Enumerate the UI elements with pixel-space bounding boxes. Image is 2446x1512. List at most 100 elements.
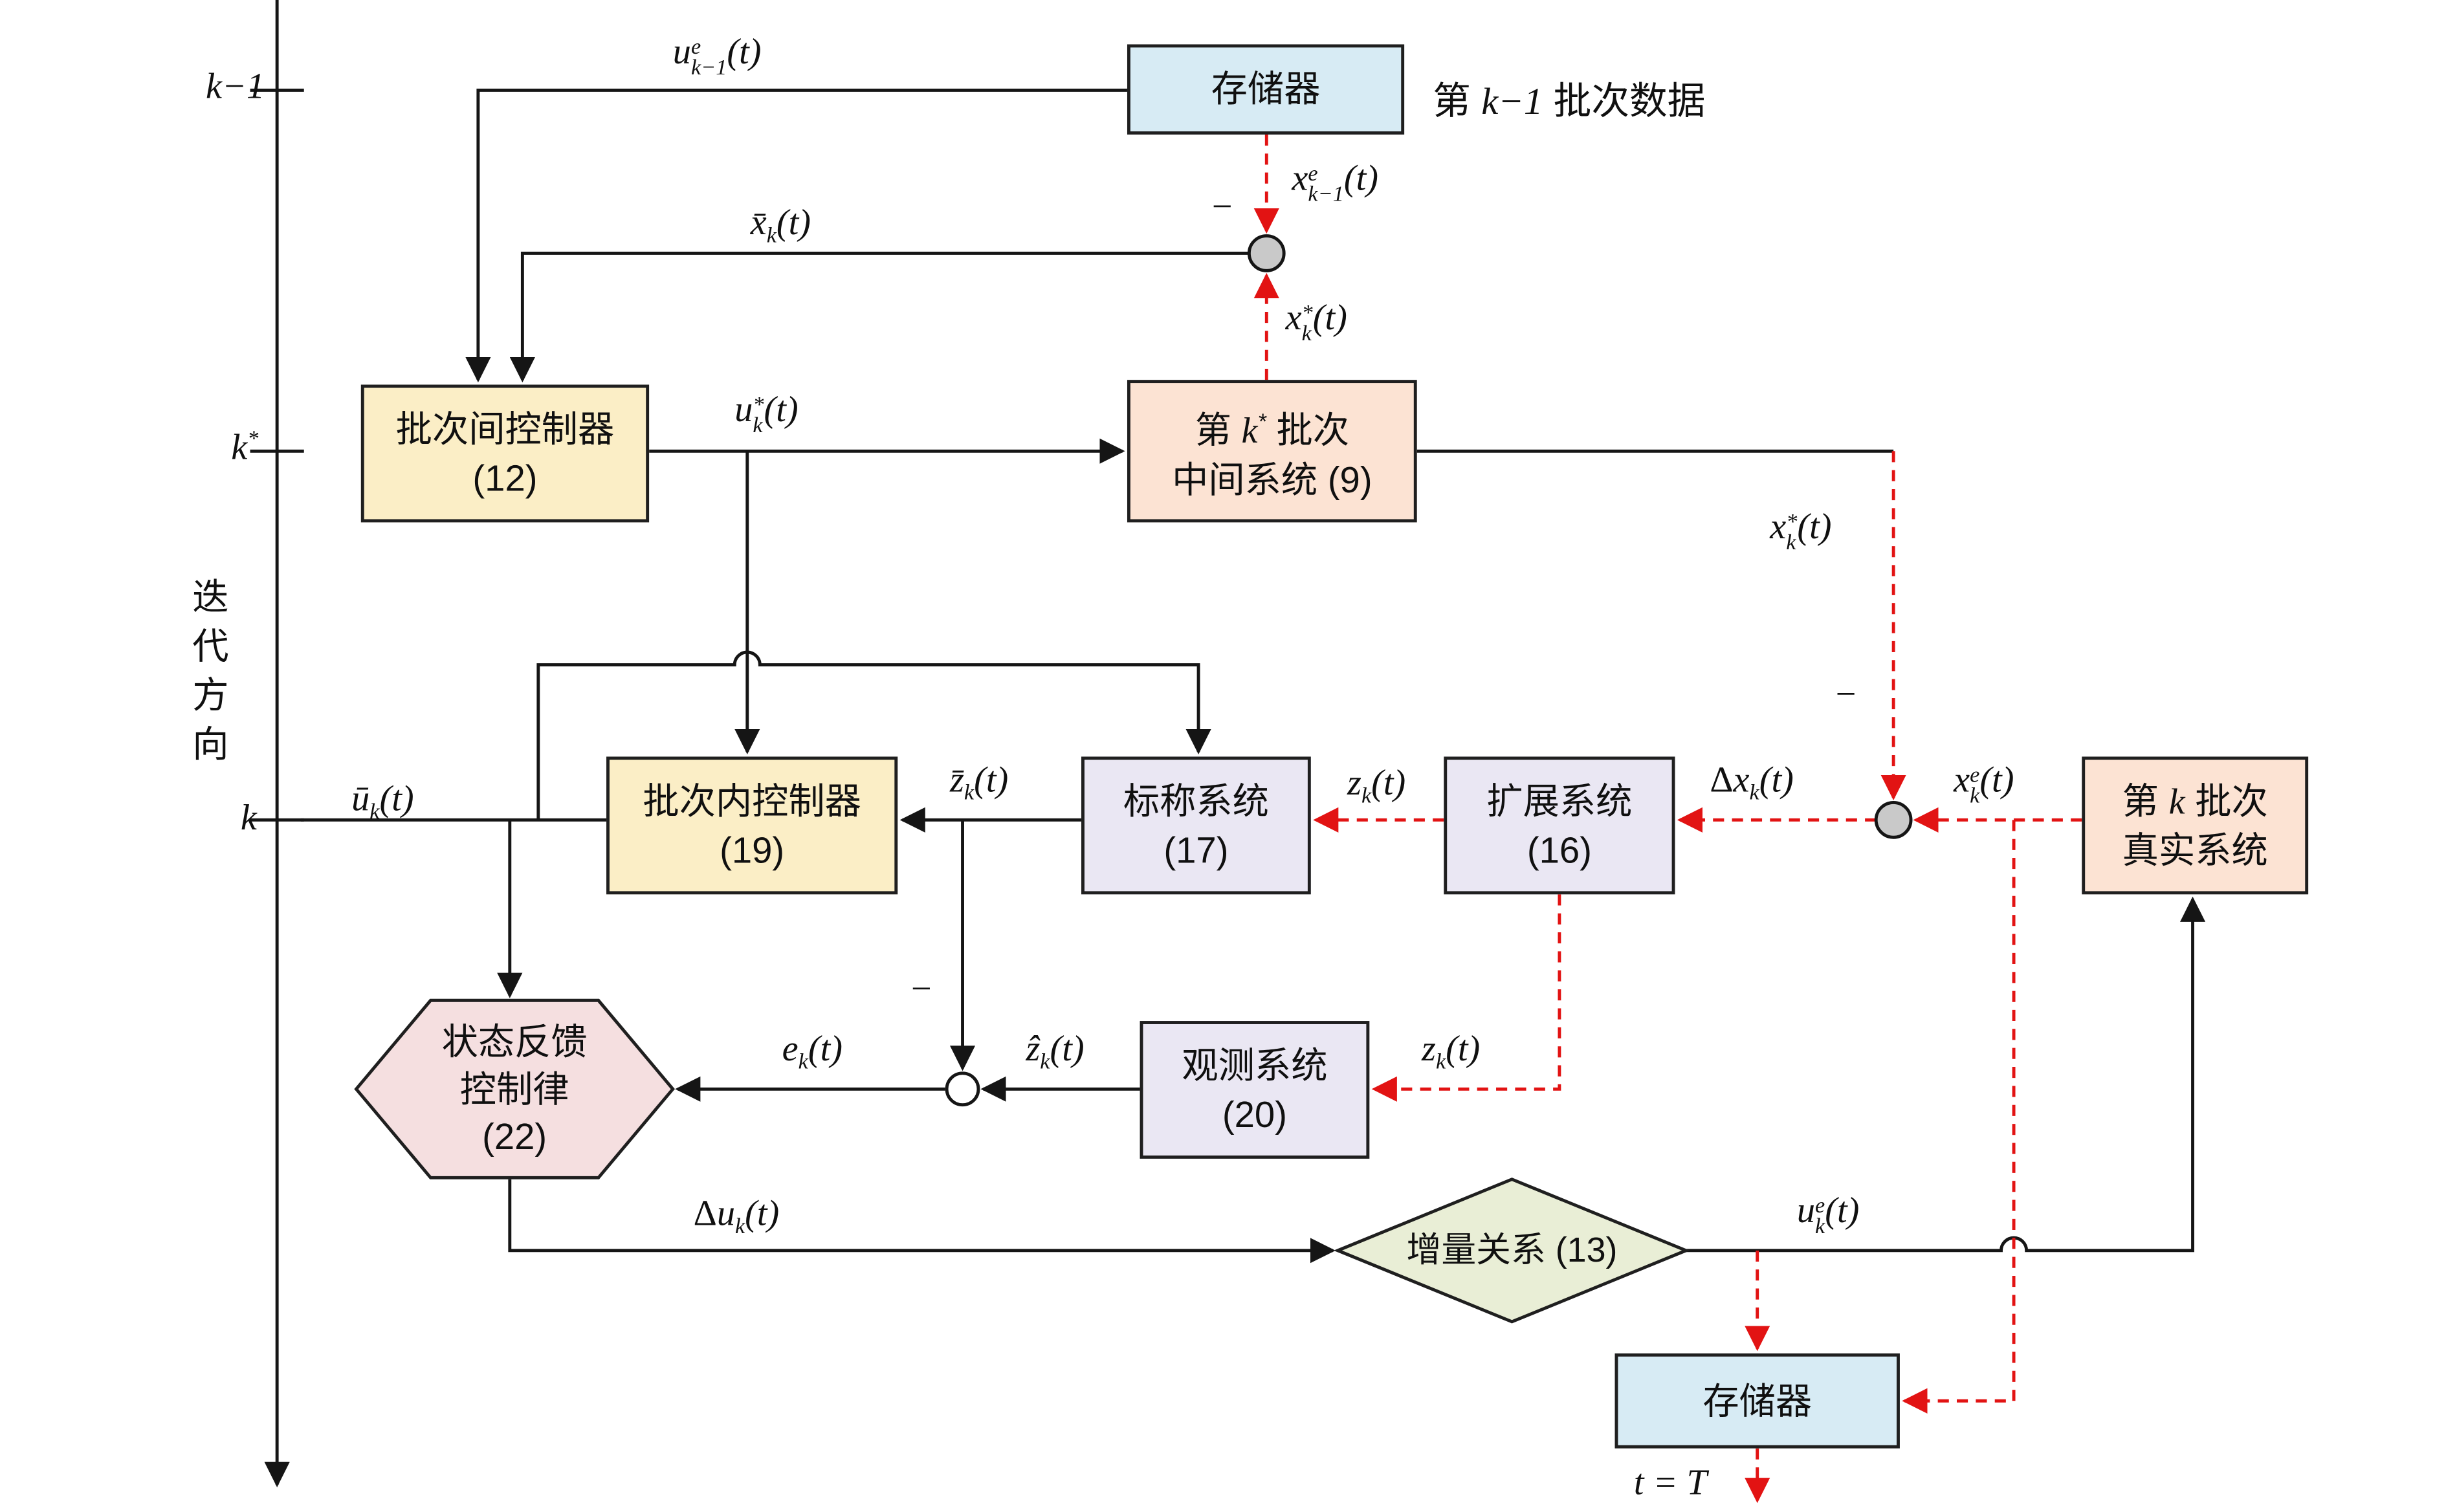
axis-label-km1: k−1: [206, 67, 265, 108]
zhat-k-base: ẑ: [1026, 1029, 1041, 1069]
signal-label-e-k: ek(t): [782, 1029, 843, 1076]
block-observer-line2: (20): [1222, 1093, 1287, 1134]
sum-junction-right: [1874, 800, 1913, 839]
block-nominal-system: 标称系统 (17): [1081, 756, 1311, 895]
z-k-nominal-tail: (t): [1371, 763, 1406, 803]
block-inner-line1: 批次内控制器: [643, 779, 861, 821]
real-line1-pre: 第: [2122, 779, 2169, 821]
xbar-k-sub: k: [766, 225, 777, 249]
u-star-k-base: u: [734, 389, 753, 430]
signal-label-u-star-k: u*k(t): [734, 389, 799, 439]
z-k-observer-sub: k: [1435, 1051, 1446, 1075]
delta-u-k-pre: Δ: [693, 1193, 717, 1233]
block-memory-bottom: 存储器: [1614, 1353, 1900, 1449]
state-feedback-line3: (22): [482, 1115, 547, 1157]
batch-km1-data-note: 第 k−1 批次数据: [1433, 70, 1705, 126]
x-star-mid-sub: k: [1301, 323, 1312, 347]
x-e-k-sup: e: [1970, 764, 1980, 789]
minus-sign-top: −: [1209, 187, 1234, 228]
x-e-km1-sup: e: [1308, 162, 1318, 187]
signal-label-xbar-k: x̄k(t): [751, 203, 811, 250]
u-e-km1-base: u: [672, 31, 691, 72]
z-k-nominal-sub: k: [1361, 785, 1372, 809]
intermediate-line1-sup: *: [1257, 408, 1266, 434]
increment-relation-diamond: [1333, 1178, 1691, 1324]
signal-label-delta-x-k: Δxk(t): [1710, 760, 1794, 807]
u-e-km1-sub: k−1: [690, 57, 727, 81]
x-star-mid-sup: *: [1301, 302, 1313, 326]
u-star-k-tail: (t): [764, 389, 799, 430]
block-intermediate-system: 第 k* 批次 中间系统 (9): [1127, 380, 1417, 523]
delta-x-k-sub: k: [1749, 782, 1759, 806]
increment-relation-label: 增量关系 (13): [1354, 1229, 1670, 1273]
x-star-mid-tail: (t): [1312, 297, 1347, 338]
z-k-observer-base: z: [1422, 1029, 1436, 1069]
z-k-nominal-base: z: [1347, 763, 1361, 803]
u-e-k-sup: e: [1815, 1195, 1825, 1219]
u-star-k-sub: k: [753, 415, 763, 439]
signal-label-zbar-k: z̄k(t): [950, 760, 1008, 807]
minus-sign-right: −: [1833, 674, 1858, 716]
u-e-k-sub: k: [1815, 1215, 1825, 1240]
state-feedback-label: 状态反馈 控制律 (22): [388, 1016, 641, 1162]
block-real-line2: 真实系统: [2122, 828, 2268, 870]
block-intermediate-line2: 中间系统 (9): [1172, 459, 1372, 500]
block-memory-bottom-label: 存储器: [1702, 1379, 1812, 1421]
block-inner-line2: (19): [720, 828, 785, 870]
x-star-right-sub: k: [1786, 532, 1796, 556]
intermediate-line1-k: k: [1241, 411, 1258, 451]
x-e-km1-base: x: [1292, 158, 1308, 198]
axis-label-kstar: k*: [231, 428, 258, 469]
signal-label-x-star-mid: x*k(t): [1285, 297, 1347, 347]
e-k-base: e: [782, 1029, 799, 1069]
block-intermediate-line1: 第 k* 批次: [1195, 398, 1349, 456]
state-feedback-hexagon: [354, 998, 675, 1179]
axis-label-km1-text: k−1: [206, 66, 265, 106]
signal-label-delta-u-k: Δuk(t): [694, 1194, 780, 1241]
signal-label-ubar-k: ūk(t): [351, 779, 413, 826]
block-memory-top: 存储器: [1127, 44, 1405, 135]
zbar-k-tail: (t): [974, 760, 1009, 800]
zbar-k-sub: k: [964, 782, 975, 806]
minus-top-text: −: [1209, 186, 1235, 226]
block-extended-line2: (16): [1526, 828, 1592, 870]
x-star-right-sup: *: [1786, 511, 1798, 535]
state-feedback-line2: 控制律: [459, 1068, 569, 1110]
real-line1-k: k: [2168, 781, 2185, 821]
delta-u-k-tail: (t): [745, 1193, 780, 1233]
ubar-k-sub: k: [369, 800, 380, 825]
signal-label-z-k-nominal: zk(t): [1347, 763, 1405, 810]
axis-label-kstar-base: k: [231, 427, 248, 467]
block-inner-controller: 批次内控制器 (19): [606, 756, 898, 895]
x-e-km1-tail: (t): [1343, 158, 1379, 198]
zhat-k-tail: (t): [1050, 1029, 1085, 1069]
u-star-k-sup: *: [753, 394, 764, 418]
batch-note-k: k−1: [1481, 82, 1543, 124]
sum-junction-top: [1247, 234, 1286, 272]
connector-xbar-k: [509, 252, 1259, 383]
ubar-k-tail: (t): [379, 778, 414, 818]
signal-label-zhat-k: ẑk(t): [1026, 1029, 1084, 1076]
block-memory-top-label: 存储器: [1211, 68, 1321, 109]
xbar-k-base: x̄: [750, 203, 767, 243]
signal-label-x-star-right: x*k(t): [1770, 507, 1831, 556]
u-e-k-tail: (t): [1825, 1190, 1860, 1231]
real-line1-post: 批次: [2185, 779, 2268, 821]
delta-x-k-tail: (t): [1759, 760, 1794, 800]
minus-sign-error: −: [909, 969, 933, 1010]
delta-x-k-pre: Δ: [1710, 760, 1734, 800]
x-e-k-tail: (t): [1979, 760, 2014, 800]
block-interbatch-controller: 批次间控制器 (12): [360, 384, 650, 523]
x-star-mid-base: x: [1285, 297, 1302, 338]
block-extended-system: 扩展系统 (16): [1444, 756, 1675, 895]
block-real-line1: 第 k 批次: [2122, 776, 2268, 826]
z-k-observer-tail: (t): [1446, 1029, 1481, 1069]
connector-ubar-to-nominal: [536, 650, 1211, 820]
increment-relation-text: 增量关系 (13): [1406, 1230, 1618, 1270]
x-e-k-base: x: [1954, 760, 1970, 800]
x-e-km1-sub: k−1: [1308, 183, 1344, 208]
zbar-k-base: z̄: [949, 760, 964, 800]
